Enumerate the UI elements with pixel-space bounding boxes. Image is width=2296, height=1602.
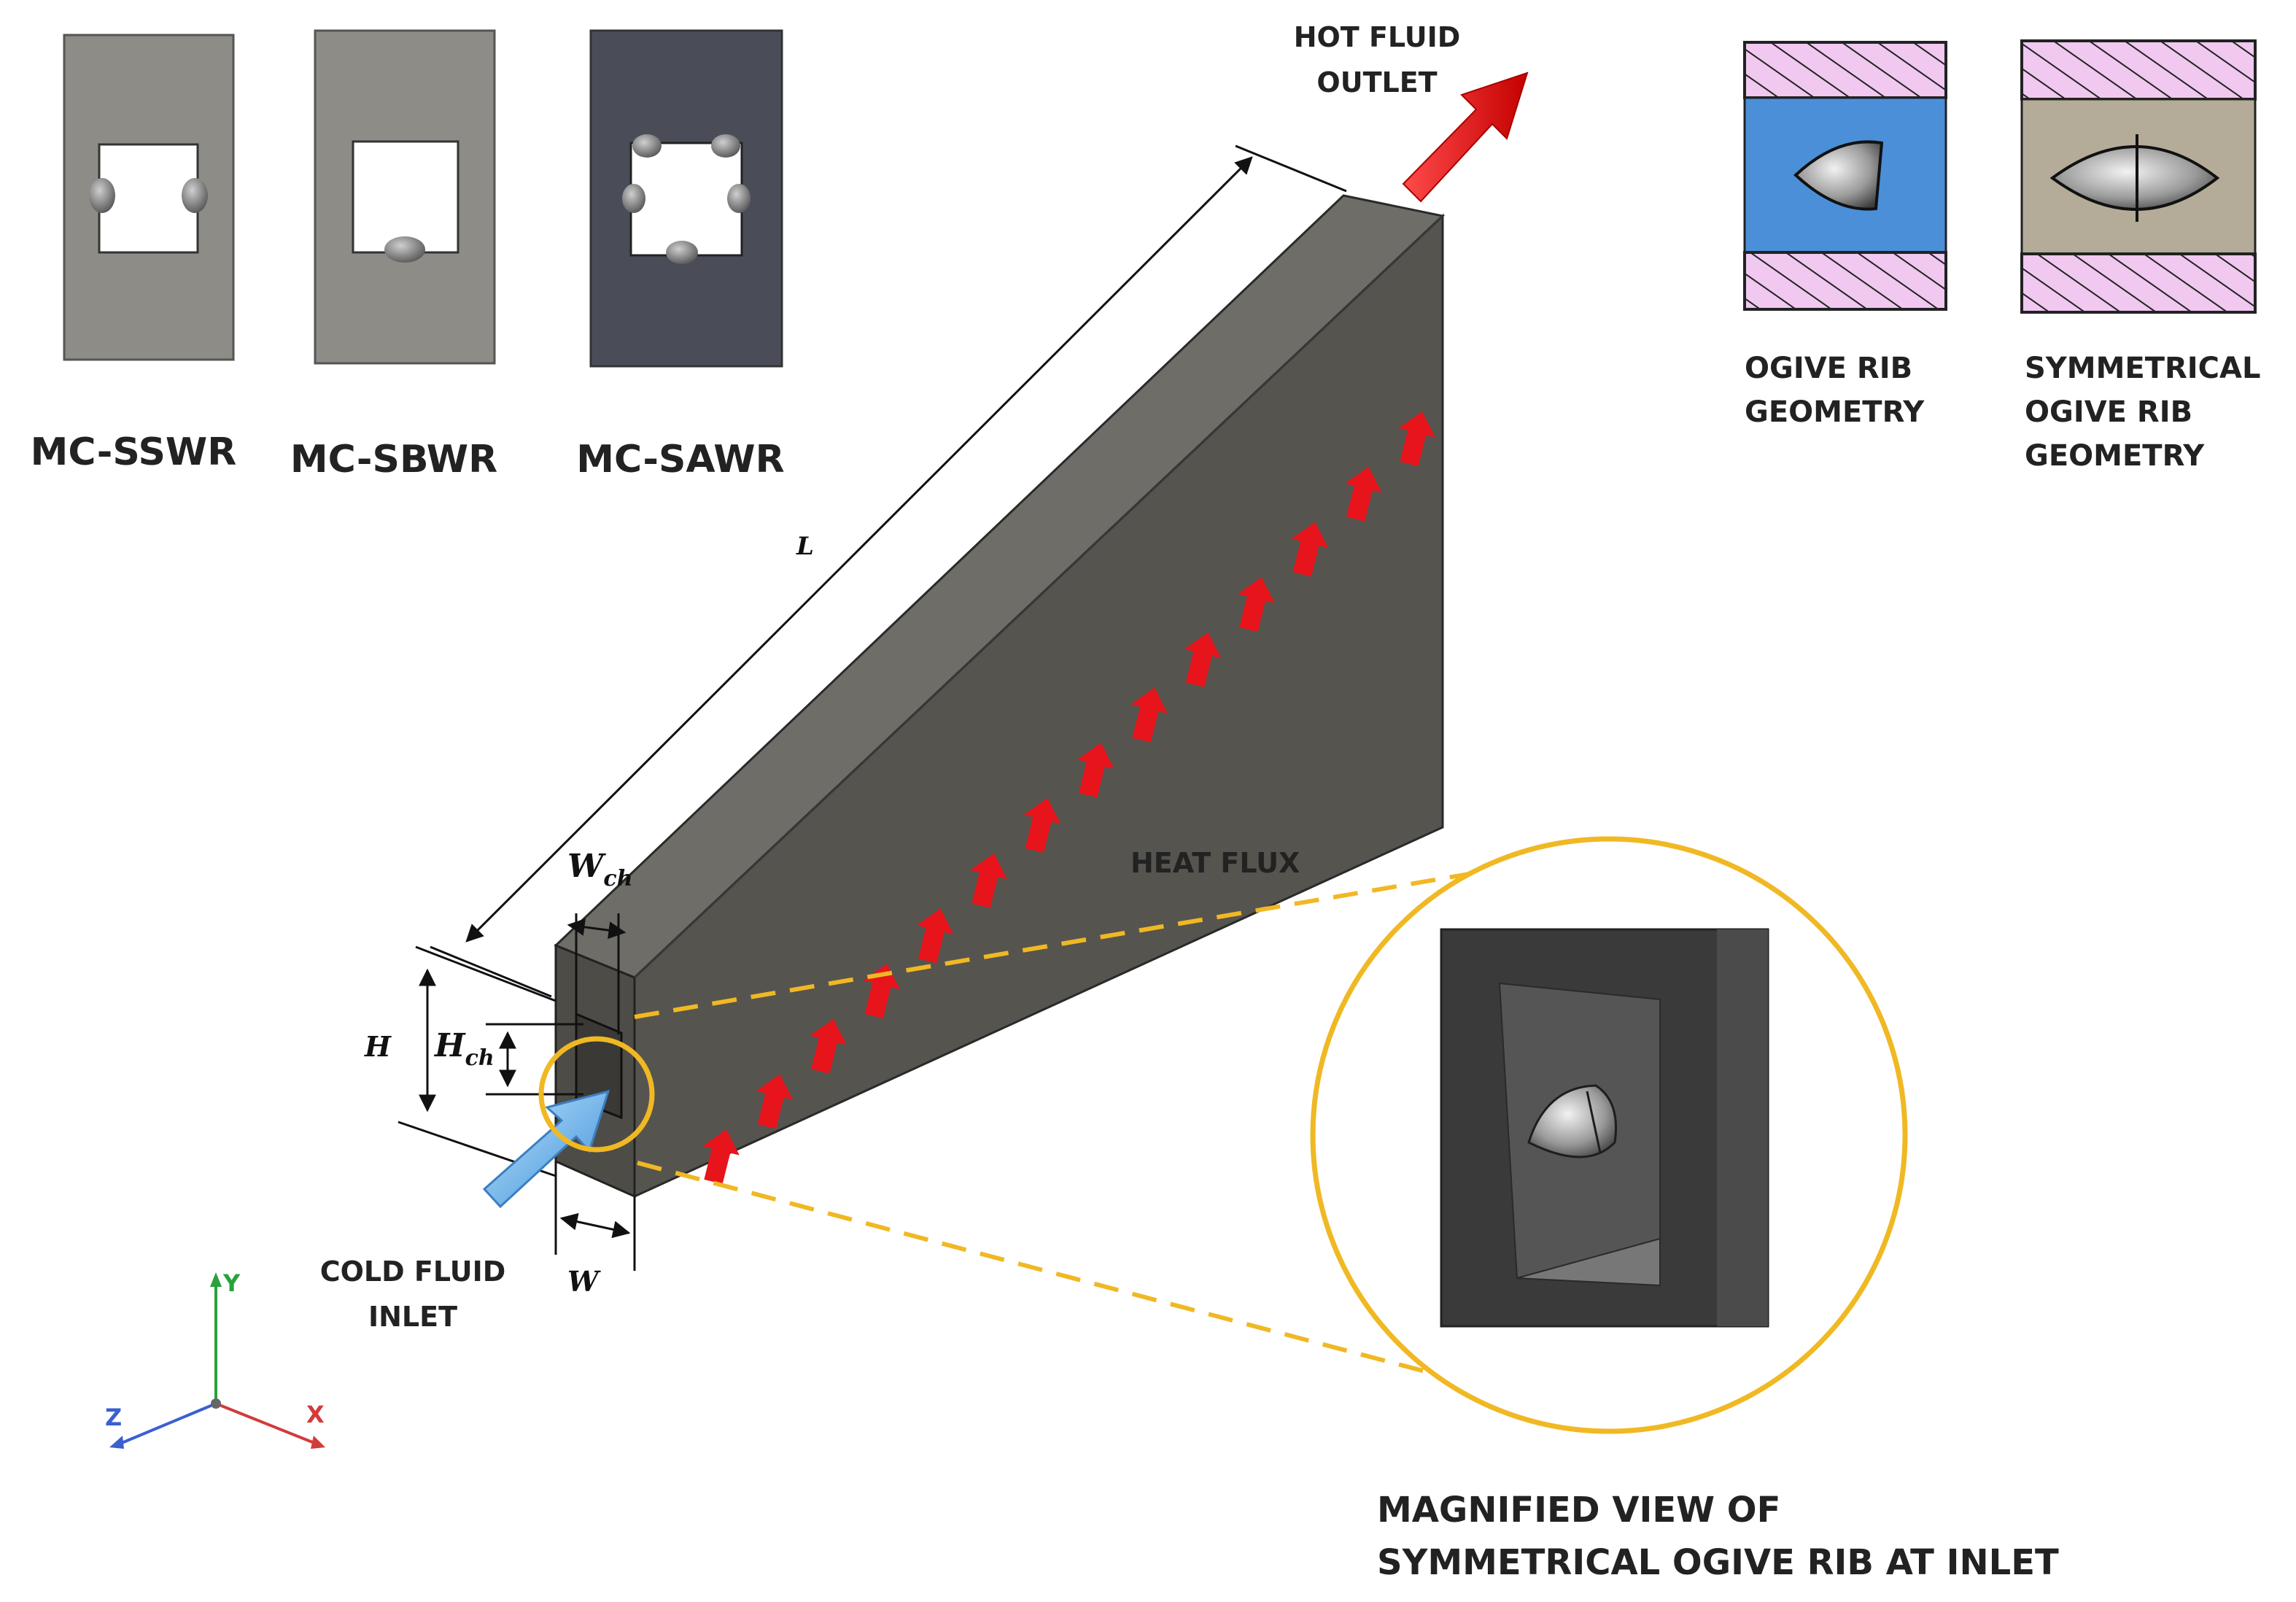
variant-mc-sswr-rib-right	[182, 178, 208, 213]
symmetrical-bottom-wall-hatch	[2020, 252, 2257, 314]
dimension-channel-width: Wch	[567, 848, 633, 1034]
symmetrical-label-line3: GEOMETRY	[2025, 439, 2205, 473]
variant-mc-sbwr: MC-SBWR	[290, 29, 497, 481]
heat-flux-arrow	[970, 853, 1007, 908]
symmetrical-top-wall-hatch	[2020, 39, 2257, 101]
dimension-length-ext-bottom	[430, 945, 552, 998]
variant-mc-sbwr-channel	[352, 140, 459, 254]
dimension-channel-width-sub: ch	[603, 866, 632, 891]
symmetrical-rib-shape	[2049, 145, 2220, 211]
heat-flux-arrow	[810, 1018, 847, 1074]
hot-fluid-outlet-label-line1: HOT FLUID	[1294, 21, 1461, 53]
cold-fluid-inlet-label-line1: COLD FLUID	[320, 1255, 506, 1288]
variant-mc-sswr-rib-left	[89, 178, 115, 213]
axis-y-label: Y	[222, 1269, 241, 1297]
symmetrical-label-line2: OGIVE RIB	[2025, 395, 2192, 429]
variant-mc-sawr: MC-SAWR	[576, 29, 785, 481]
symmetrical-ogive-rib-geometry: SYMMETRICAL OGIVE RIB GEOMETRY	[2020, 39, 2260, 473]
dimension-channel-height: Hch	[433, 1023, 583, 1096]
ogive-label-line1: OGIVE RIB	[1745, 352, 1912, 385]
dimension-height-label: H	[364, 1030, 392, 1063]
ogive-rib-geometry: OGIVE RIB GEOMETRY	[1743, 41, 1947, 429]
heat-flux-arrow	[1130, 687, 1168, 743]
heat-flux-arrow	[1184, 632, 1222, 687]
heat-flux-arrow	[916, 908, 954, 964]
axis-y-arrowhead	[210, 1272, 222, 1287]
dimension-channel-width-line	[567, 918, 627, 940]
magnified-view-right-wall	[1717, 929, 1768, 1326]
variant-mc-sbwr-label: MC-SBWR	[290, 438, 497, 481]
dimension-channel-width-label: Wch	[567, 848, 633, 891]
heat-flux-arrow	[702, 1129, 740, 1185]
dimension-height: H	[364, 945, 556, 1177]
dimension-height-ext-top	[415, 945, 556, 1002]
heat-flux-arrow	[1398, 411, 1435, 467]
variant-mc-sbwr-rib-bottom	[384, 236, 425, 263]
dimension-width: W	[554, 1161, 636, 1298]
magnified-view	[1310, 836, 1908, 1434]
ogive-rib-shape	[1793, 140, 1884, 211]
magnified-view-floor	[1516, 1237, 1661, 1287]
heat-flux-label: HEAT FLUX	[1130, 847, 1300, 879]
axis-origin	[211, 1398, 221, 1409]
heat-flux-arrow	[1023, 798, 1061, 853]
ogive-bottom-wall-hatch	[1743, 251, 1947, 311]
symmetrical-label-line1: SYMMETRICAL	[2025, 352, 2260, 385]
axis-z-label: Z	[105, 1404, 122, 1431]
axis-z-arrowhead	[109, 1436, 124, 1449]
variant-mc-sawr-rib-3	[622, 184, 645, 213]
axis-x-line	[215, 1402, 319, 1446]
variant-mc-sawr-rib-5	[666, 241, 698, 264]
magnified-caption-line2: SYMMETRICAL OGIVE RIB AT INLET	[1377, 1542, 2059, 1583]
dimension-channel-height-label: Hch	[433, 1027, 495, 1071]
magnified-view-ogive-seam	[1586, 1091, 1602, 1153]
hot-fluid-outlet-arrow-shape	[1402, 71, 1529, 203]
variant-mc-sswr-label: MC-SSWR	[31, 430, 237, 474]
dimension-channel-height-sub: ch	[465, 1045, 495, 1071]
inlet-highlight-ring	[538, 1036, 655, 1153]
dimension-length-ext-top	[1235, 144, 1347, 193]
heat-flux-arrow	[1238, 577, 1275, 632]
axis-triad: Y X Z	[105, 1269, 325, 1449]
variant-mc-sawr-channel	[629, 142, 743, 257]
ogive-label-line2: GEOMETRY	[1745, 395, 1925, 429]
heat-flux-arrow	[1345, 466, 1382, 522]
dimension-length: L	[430, 144, 1347, 998]
variant-mc-sawr-rib-4	[727, 184, 751, 213]
magnified-caption-line1: MAGNIFIED VIEW OF	[1377, 1490, 1780, 1531]
dimension-channel-height-base: H	[433, 1027, 466, 1064]
hot-fluid-outlet-label-line2: OUTLET	[1316, 66, 1437, 98]
heat-flux-arrows	[702, 411, 1435, 1185]
ogive-top-wall-hatch	[1743, 41, 1947, 99]
magnify-leader-bottom	[637, 1161, 1432, 1375]
variant-mc-sawr-rib-2	[711, 134, 740, 158]
heat-flux-arrow	[1291, 522, 1329, 577]
cold-fluid-inlet-label-line2: INLET	[368, 1301, 457, 1333]
dimension-channel-width-base: W	[567, 848, 607, 885]
axis-x-label: X	[306, 1401, 325, 1428]
axis-x-arrowhead	[311, 1436, 325, 1449]
cold-fluid-inlet-arrow	[482, 1089, 610, 1209]
dimension-length-label: L	[796, 532, 814, 561]
variant-mc-sawr-rib-1	[632, 134, 662, 158]
cold-fluid-inlet-arrow-shape	[482, 1089, 610, 1209]
axis-z-line	[117, 1402, 217, 1446]
variant-mc-sswr-channel	[98, 143, 199, 254]
heat-flux-arrow	[756, 1074, 794, 1129]
hot-fluid-outlet-arrow	[1402, 71, 1529, 203]
variant-mc-sswr: MC-SSWR	[31, 34, 237, 474]
dimension-length-line	[465, 156, 1253, 943]
dimension-width-label: W	[567, 1265, 601, 1298]
dimension-width-line	[559, 1212, 631, 1239]
magnify-leader-top	[634, 851, 1589, 1019]
variant-mc-sawr-label: MC-SAWR	[576, 438, 784, 481]
heat-flux-arrow	[1077, 743, 1114, 798]
magnified-view-ogive-rib	[1527, 1084, 1618, 1158]
